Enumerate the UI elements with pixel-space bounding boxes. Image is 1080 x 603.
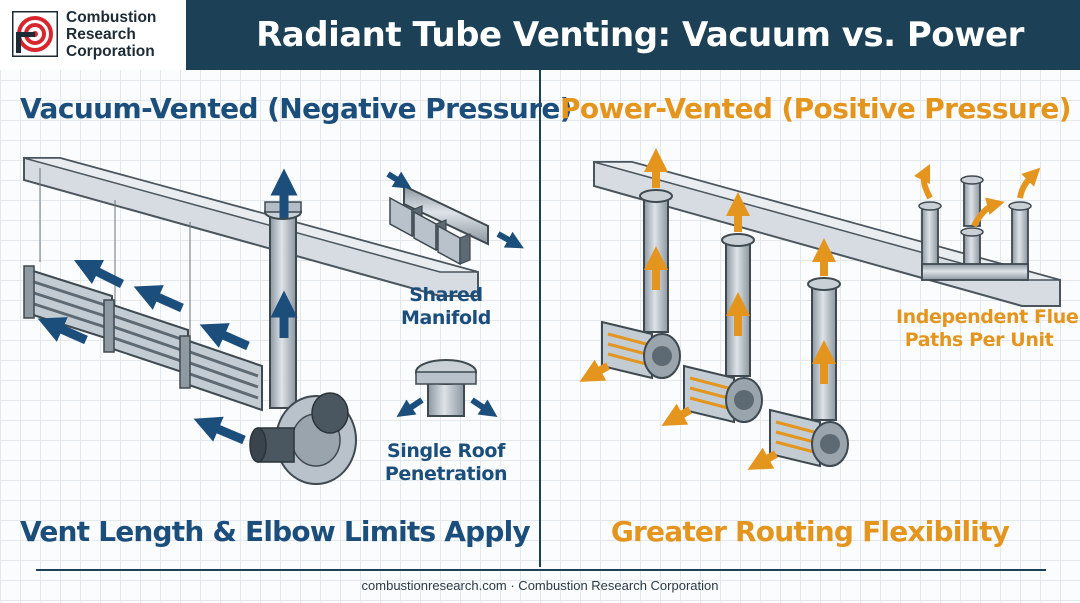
independent-flue-label-line-1: Independent Flue	[896, 306, 1079, 328]
panel-divider	[539, 70, 541, 567]
shared-manifold-label: Shared Manifold	[390, 284, 502, 330]
power-section-title: Power-Vented (Positive Pressure)	[560, 92, 1072, 125]
power-flow-arrows	[579, 148, 836, 470]
heater-unit	[179, 335, 263, 412]
shared-manifold-icon	[386, 171, 524, 266]
heater-unit	[103, 299, 189, 376]
logo-line-1: Combustion	[66, 9, 157, 26]
logo-line-2: Research	[66, 26, 136, 43]
crc-logo-icon	[12, 11, 58, 57]
page-title: Radiant Tube Venting: Vacuum vs. Power	[256, 15, 1024, 55]
power-caption: Greater Routing Flexibility	[610, 515, 1010, 548]
header-bar: Combustion Research Corporation Radiant …	[0, 0, 1080, 70]
logo-text: Combustion Research Corporation	[66, 9, 184, 60]
roof-penetration-label-line-1: Single Roof	[387, 440, 505, 462]
footer-divider	[36, 569, 1046, 571]
roof-penetration-label-line-2: Penetration	[384, 463, 508, 485]
independent-flue-label-line-2: Paths Per Unit	[904, 329, 1054, 351]
footer-text[interactable]: combustionresearch.com · Combustion Rese…	[361, 578, 719, 593]
hanger-wires	[39, 168, 191, 340]
power-unit	[601, 189, 681, 380]
radiant-tube-heaters	[23, 265, 263, 412]
shared-manifold-label-line-2: Manifold	[400, 307, 491, 329]
ceiling-beam-left	[23, 157, 479, 297]
shared-manifold-label-line-1: Shared	[409, 284, 483, 306]
independent-flue-icon	[913, 163, 1041, 281]
power-unit	[683, 233, 763, 424]
roof-cap-icon	[396, 359, 498, 417]
vacuum-flow-arrows	[37, 168, 298, 445]
vacuum-section-title: Vacuum-Vented (Negative Pressure)	[20, 92, 573, 125]
logo-line-3: Corporation	[66, 43, 155, 60]
power-unit	[769, 277, 849, 468]
logo[interactable]: Combustion Research Corporation	[0, 0, 188, 70]
independent-flue-label: Independent Flue Paths Per Unit	[896, 306, 1079, 352]
vacuum-blower	[249, 392, 357, 485]
roof-penetration-label: Single Roof Penetration	[378, 440, 514, 486]
vacuum-caption: Vent Length & Elbow Limits Apply	[20, 515, 531, 548]
